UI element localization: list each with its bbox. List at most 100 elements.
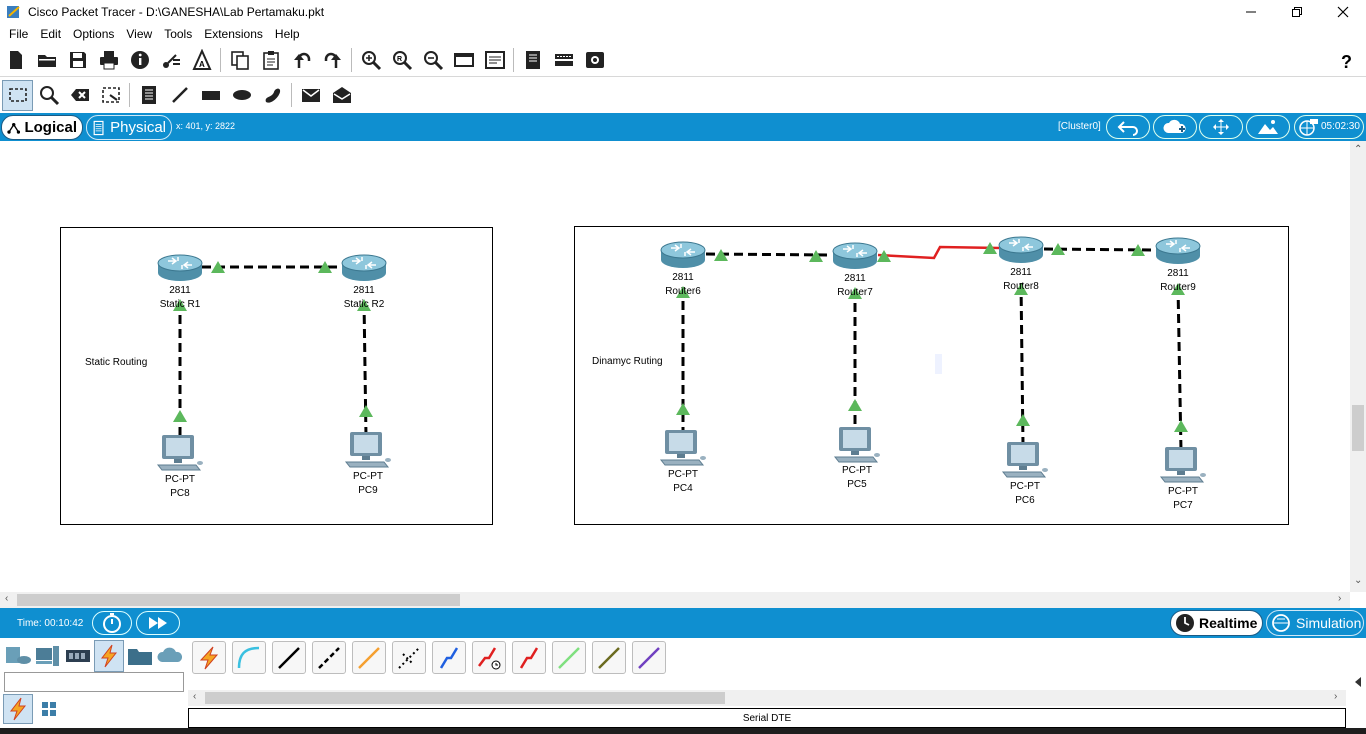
tab-physical[interactable]: Physical	[86, 115, 172, 140]
category-miscellaneous[interactable]	[125, 640, 155, 672]
pc-pc5[interactable]	[834, 426, 881, 463]
pc-pc8[interactable]	[157, 434, 204, 471]
add-complex-pdu-button[interactable]	[326, 80, 357, 111]
canvas-vertical-scrollbar[interactable]: ⌃ ⌄	[1350, 141, 1366, 592]
freeform-button[interactable]	[257, 80, 288, 111]
note-static-routing[interactable]: Static Routing	[85, 357, 148, 368]
static-area-rectangle[interactable]	[60, 227, 493, 525]
cable-phone[interactable]	[392, 641, 426, 674]
tab-logical[interactable]: Logical	[1, 115, 83, 140]
panel-collapse-button[interactable]	[1350, 638, 1366, 728]
cable-usb[interactable]	[632, 641, 666, 674]
router-router7[interactable]	[832, 242, 878, 270]
print-button[interactable]	[93, 45, 124, 76]
cable-console[interactable]	[232, 641, 266, 674]
vertical-scroll-thumb[interactable]	[1352, 405, 1364, 451]
cable-serial-dte[interactable]	[512, 641, 546, 674]
delete-tool-button[interactable]	[64, 80, 95, 111]
device-search-input[interactable]	[4, 672, 184, 692]
menu-file[interactable]: File	[9, 27, 29, 41]
notes-button[interactable]	[517, 45, 548, 76]
menu-options[interactable]: Options	[73, 27, 115, 41]
fast-forward-button[interactable]	[136, 611, 180, 635]
canvas-horizontal-scrollbar[interactable]: ‹ ›	[0, 592, 1350, 608]
logical-workspace-canvas[interactable]: Static Routing Dinamyc Ruting 2811 Stati…	[0, 141, 1350, 592]
router-router6[interactable]	[660, 241, 706, 269]
back-button[interactable]	[1106, 115, 1150, 139]
zoom-reset-button[interactable]: R	[386, 45, 417, 76]
note-dynamic-routing[interactable]: Dinamyc Ruting	[592, 356, 663, 367]
draw-line-button[interactable]	[164, 80, 195, 111]
cable-coaxial[interactable]	[432, 641, 466, 674]
serial-link-router7-router8[interactable]	[877, 245, 1001, 260]
scroll-left-arrow-icon[interactable]: ‹	[5, 593, 9, 604]
menu-edit[interactable]: Edit	[40, 27, 62, 41]
category-components[interactable]	[63, 640, 93, 672]
device-template-button[interactable]	[548, 45, 579, 76]
draw-rectangle-button[interactable]	[195, 80, 226, 111]
category-connections[interactable]	[94, 640, 124, 672]
help-button[interactable]: ?	[1331, 47, 1362, 78]
minimize-button[interactable]	[1228, 0, 1274, 24]
subcategory-connections[interactable]	[3, 694, 33, 724]
custom-device-dialog-button[interactable]	[479, 45, 510, 76]
pc-pc9[interactable]	[345, 431, 392, 468]
simulation-mode-button[interactable]: Simulation	[1266, 610, 1364, 636]
image-viewer-button[interactable]	[579, 45, 610, 76]
undo-button[interactable]	[286, 45, 317, 76]
activity-wizard-button[interactable]: A	[186, 45, 217, 76]
power-cycle-button[interactable]	[92, 611, 132, 635]
close-button[interactable]	[1320, 0, 1366, 24]
open-file-button[interactable]	[31, 45, 62, 76]
cable-copper-straight[interactable]	[272, 641, 306, 674]
drawing-palette-button[interactable]	[448, 45, 479, 76]
horizontal-scroll-thumb[interactable]	[17, 594, 460, 606]
resize-shape-button[interactable]	[95, 80, 126, 111]
link-router6-router7[interactable]	[705, 252, 833, 257]
cable-copper-cross[interactable]	[312, 641, 346, 674]
scroll-up-arrow-icon[interactable]: ⌃	[1354, 144, 1363, 155]
save-button[interactable]	[62, 45, 93, 76]
network-info-button[interactable]	[155, 45, 186, 76]
viewport-button[interactable]	[1294, 115, 1364, 139]
zoom-in-button[interactable]	[355, 45, 386, 76]
select-tool-button[interactable]	[2, 79, 33, 111]
router-static-r1[interactable]	[157, 254, 203, 282]
info-button[interactable]	[124, 45, 155, 76]
scroll-left-arrow-icon[interactable]: ‹	[193, 691, 197, 702]
realtime-mode-button[interactable]: Realtime	[1170, 610, 1263, 636]
cable-octal[interactable]	[552, 641, 586, 674]
place-note-button[interactable]	[133, 80, 164, 111]
copy-button[interactable]	[224, 45, 255, 76]
subcategory-grid[interactable]	[34, 694, 64, 724]
category-network-devices[interactable]	[3, 640, 33, 672]
new-file-button[interactable]	[0, 45, 31, 76]
draw-ellipse-button[interactable]	[226, 80, 257, 111]
pc-pc7[interactable]	[1160, 446, 1207, 483]
pc-pc4[interactable]	[660, 429, 707, 466]
set-background-button[interactable]	[1246, 115, 1290, 139]
cable-iot[interactable]	[592, 641, 626, 674]
router-router9[interactable]	[1155, 237, 1201, 265]
add-simple-pdu-button[interactable]	[295, 80, 326, 111]
menu-help[interactable]: Help	[274, 27, 300, 41]
link-router8-router9[interactable]	[1043, 247, 1157, 252]
zoom-out-button[interactable]	[417, 45, 448, 76]
scroll-right-arrow-icon[interactable]: ›	[1338, 593, 1342, 604]
cable-list-scrollbar[interactable]: ‹ ›	[188, 690, 1346, 706]
paste-button[interactable]	[255, 45, 286, 76]
category-multiuser[interactable]	[155, 640, 185, 672]
menu-view[interactable]: View	[126, 27, 153, 41]
inspect-tool-button[interactable]	[33, 80, 64, 111]
pc-pc6[interactable]	[1002, 441, 1049, 478]
cable-scroll-thumb[interactable]	[205, 692, 725, 704]
cable-automatic[interactable]	[192, 641, 226, 674]
redo-button[interactable]	[317, 45, 348, 76]
router-router8[interactable]	[998, 236, 1044, 264]
scroll-right-arrow-icon[interactable]: ›	[1334, 691, 1338, 702]
new-cluster-button[interactable]	[1153, 115, 1197, 139]
move-object-button[interactable]	[1199, 115, 1243, 139]
scroll-down-arrow-icon[interactable]: ⌄	[1354, 575, 1363, 586]
menu-tools[interactable]: Tools	[164, 27, 193, 41]
dynamic-area-rectangle[interactable]	[574, 226, 1289, 525]
